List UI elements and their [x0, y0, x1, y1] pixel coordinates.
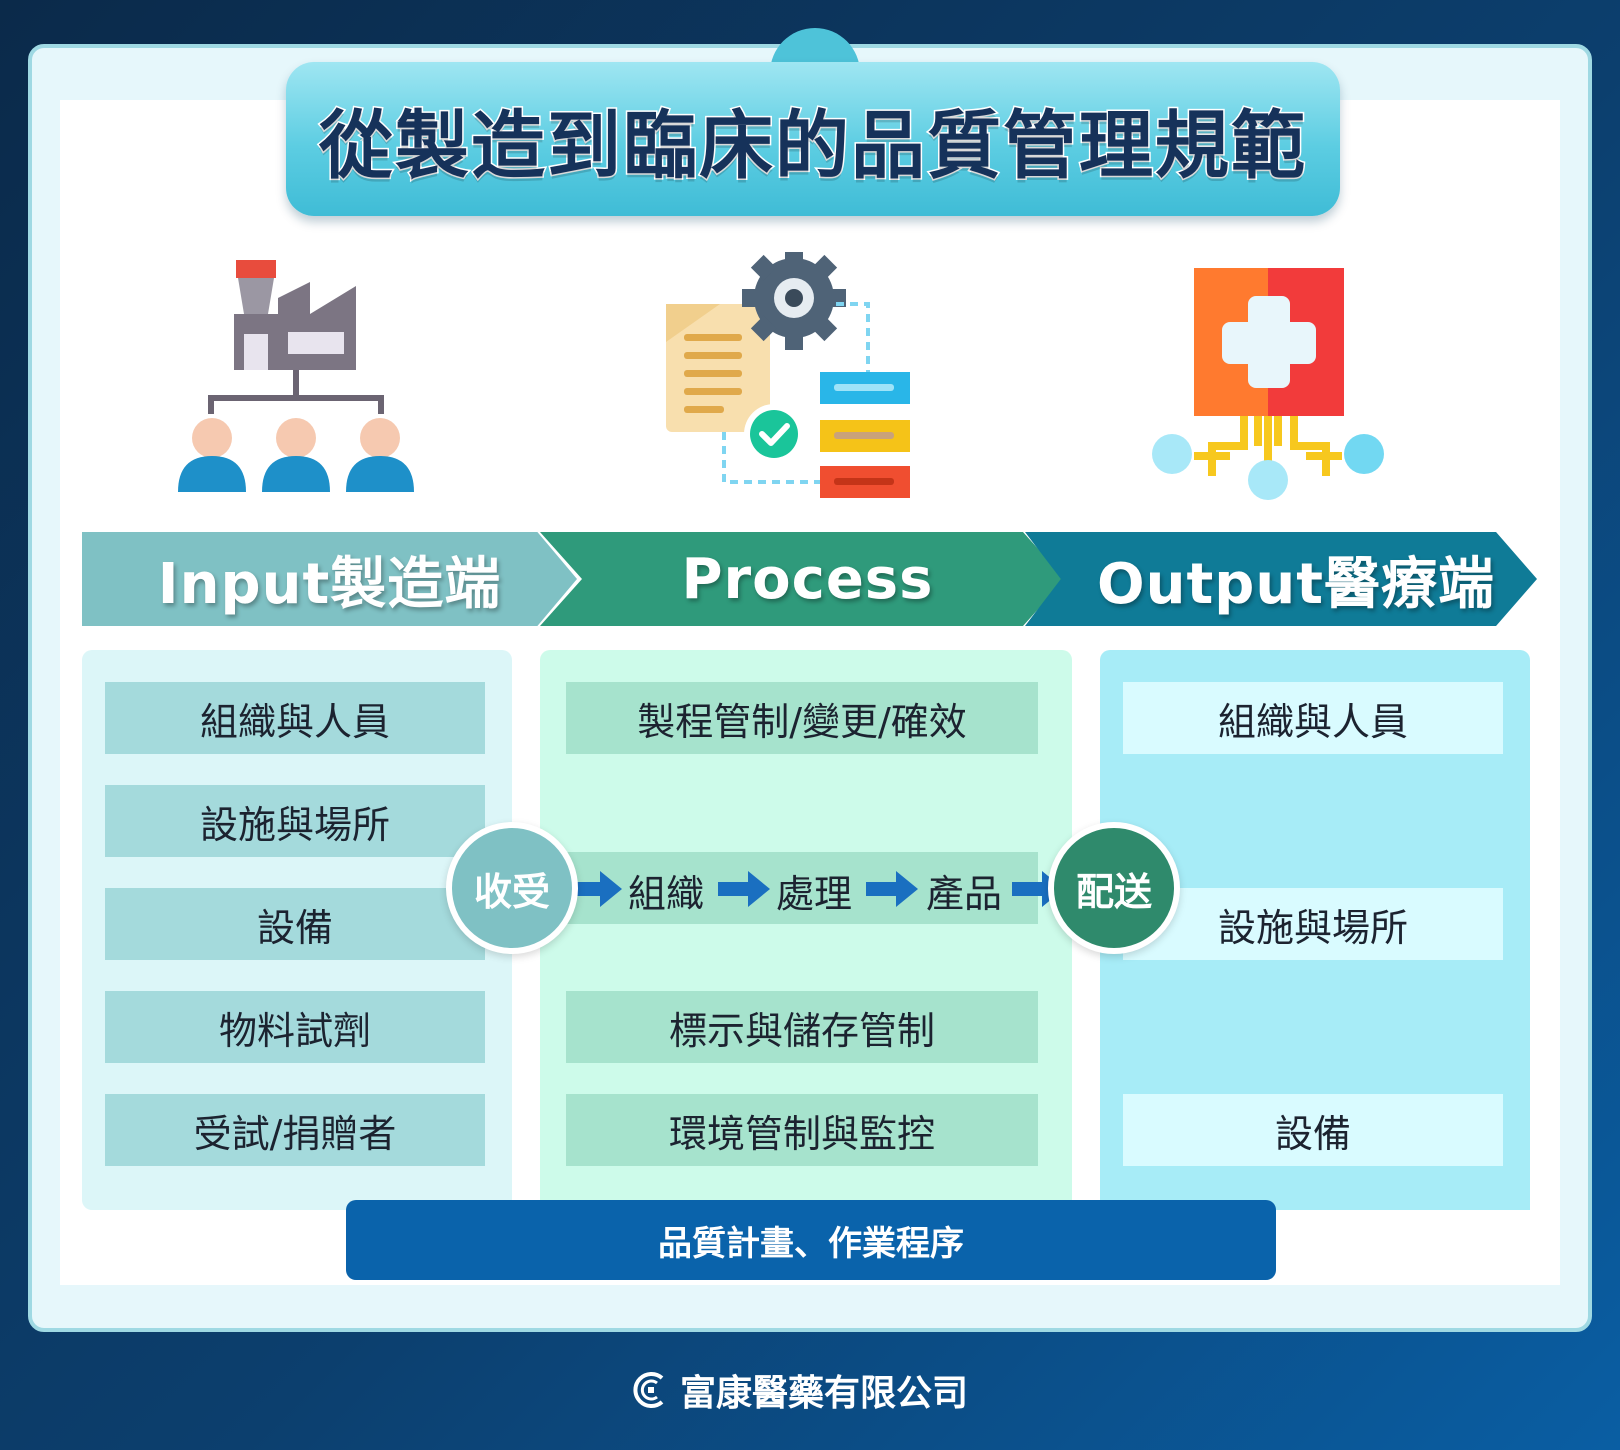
flow-step-product: 產品 — [926, 871, 1003, 916]
medical-cross-network-icon — [1152, 268, 1384, 500]
input-item: 受試/捐贈者 — [105, 1094, 485, 1166]
input-item: 物料試劑 — [105, 991, 485, 1063]
stage-input-label: Input製造端 — [157, 551, 502, 617]
stage-output: Output醫療端 — [1025, 532, 1537, 626]
input-item: 組織與人員 — [105, 682, 485, 754]
workflow-gear-document-icon — [666, 252, 910, 498]
arrow-right-icon — [866, 871, 918, 907]
output-item: 設施與場所 — [1123, 888, 1503, 960]
stage-output-label: Output醫療端 — [1097, 551, 1495, 617]
company-logo-icon — [633, 1372, 664, 1408]
input-item: 設備 — [105, 888, 485, 960]
receive-circle: 收受 — [446, 822, 578, 954]
title-banner: 從製造到臨床的品質管理規範 — [286, 62, 1340, 216]
arrow-right-icon — [718, 871, 770, 907]
factory-org-icon — [178, 260, 414, 492]
page-title: 從製造到臨床的品質管理規範 — [318, 101, 1307, 190]
stage-process: Process — [540, 532, 1065, 626]
deliver-circle: 配送 — [1048, 822, 1180, 954]
output-item: 組織與人員 — [1123, 682, 1503, 754]
flow-step-organization: 組織 — [628, 871, 705, 916]
company-name: 富康醫藥有限公司 — [680, 1373, 969, 1414]
output-item: 設備 — [1123, 1094, 1503, 1166]
stage-input: Input製造端 — [82, 532, 577, 626]
input-item: 設施與場所 — [105, 785, 485, 857]
process-flow-band — [566, 852, 1038, 924]
footer: 富康醫藥有限公司 — [630, 1362, 968, 1418]
stage-process-label: Process — [681, 546, 934, 612]
process-item-bottom: 環境管制與監控 — [566, 1094, 1038, 1166]
quality-plan-bar: 品質計畫、作業程序 — [346, 1200, 1276, 1280]
flow-step-processing: 處理 — [776, 871, 853, 916]
process-item-top: 製程管制/變更/確效 — [566, 682, 1038, 754]
process-item-middle: 標示與儲存管制 — [566, 991, 1038, 1063]
arrow-right-icon — [570, 871, 622, 907]
